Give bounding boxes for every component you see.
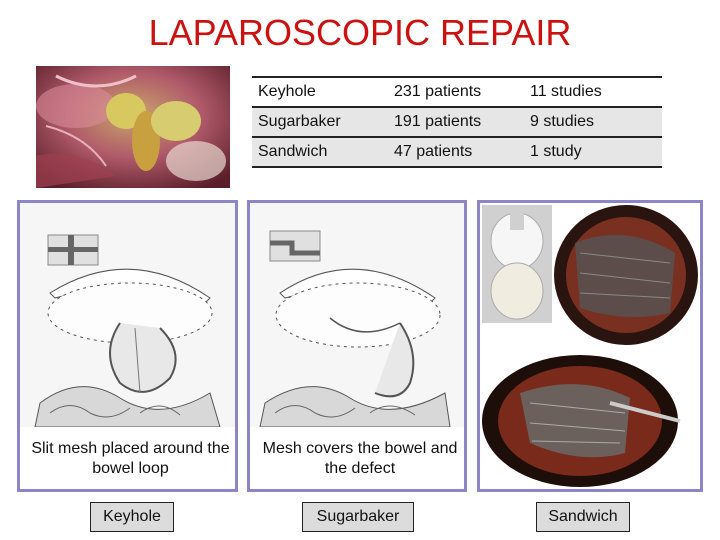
patients-cell: 47 patients [394,143,473,160]
studies-cell: 1 study [530,143,582,160]
keyhole-panel: Slit mesh placed around the bowel loop [17,200,238,492]
mesh-product-photo [482,205,552,323]
table-row: Sugarbaker 191 patients 9 studies [252,107,662,137]
patients-cell: 231 patients [394,83,482,100]
laparoscopic-view-bottom [482,355,681,487]
sandwich-panel [477,200,703,492]
laparoscopic-view-top [554,205,698,345]
laparoscopic-photo [36,66,230,188]
studies-cell: 9 studies [530,113,595,130]
sandwich-label-button[interactable]: Sandwich [536,502,630,532]
sugarbaker-panel: Mesh covers the bowel and the defect [247,200,467,492]
sugarbaker-schematic-icon [269,230,321,262]
keyhole-illustration [20,203,235,427]
sugarbaker-label-button[interactable]: Sugarbaker [302,502,414,532]
keyhole-caption: Slit mesh placed around the bowel loop [31,440,230,477]
keyhole-schematic-icon [47,234,99,266]
slide-title: LAPAROSCOPIC REPAIR [148,12,572,53]
stats-table: Keyhole 231 patients 11 studies Sugarbak… [252,76,662,168]
sugarbaker-caption: Mesh covers the bowel and the defect [262,440,458,477]
technique-cell: Sugarbaker [258,113,341,130]
technique-cell: Sandwich [258,143,328,160]
sugarbaker-illustration [250,203,464,427]
sandwich-photos [482,205,698,487]
technique-cell: Keyhole [258,83,316,100]
table-row: Sandwich 47 patients 1 study [252,137,662,167]
table-row: Keyhole 231 patients 11 studies [252,77,662,107]
studies-cell: 11 studies [530,83,602,100]
patients-cell: 191 patients [394,113,482,130]
keyhole-label-button[interactable]: Keyhole [90,502,174,532]
